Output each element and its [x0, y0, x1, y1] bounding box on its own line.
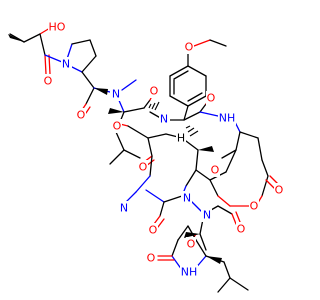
atom-label-o-tyr-carbonyl: O [207, 92, 216, 105]
atom-label-n-mid-left: N [120, 202, 128, 215]
atom-label-nh-upper: NH [219, 112, 236, 125]
atom-label-o-ring-ester: O [113, 120, 122, 133]
stereo-bond-layer [8, 34, 222, 264]
atom-label-o-lactate: O [44, 75, 53, 88]
molecule-structure-drawing: HO O N O N O O N O O NH O H N O N O [8, 20, 284, 293]
atom-label-o-mid-left: O [139, 161, 148, 174]
atom-label-n-tyr: N [160, 113, 168, 126]
atom-label-o-lactone-carbonyl: O [237, 223, 246, 236]
atom-label-o-pro: O [77, 109, 86, 122]
atom-label-n-lower: N [203, 209, 211, 222]
atom-label-layer: HO O N O N O O N O O NH O H N O N O [43, 20, 284, 279]
atom-label-o-leu: O [150, 85, 159, 98]
atom-label-h-stereo: H [177, 132, 185, 145]
atom-label-o-lower-left: O [147, 252, 156, 265]
atom-label-o-lactone: O [250, 200, 259, 213]
atom-label-o-methoxy: O [185, 41, 194, 54]
atom-label-o-lower-mid: O [187, 238, 196, 251]
atom-label-o-center: O [149, 224, 158, 237]
atom-label-o-upper-right: O [275, 184, 284, 197]
atom-label-n-center: N [183, 192, 191, 205]
atom-label-ho: HO [49, 21, 66, 34]
atom-label-nh-lower: NH [181, 266, 198, 279]
atom-label-o-center-2: O [211, 164, 220, 177]
atom-label-n-leu: N [112, 88, 120, 101]
atom-label-n-pro: N [62, 58, 70, 71]
